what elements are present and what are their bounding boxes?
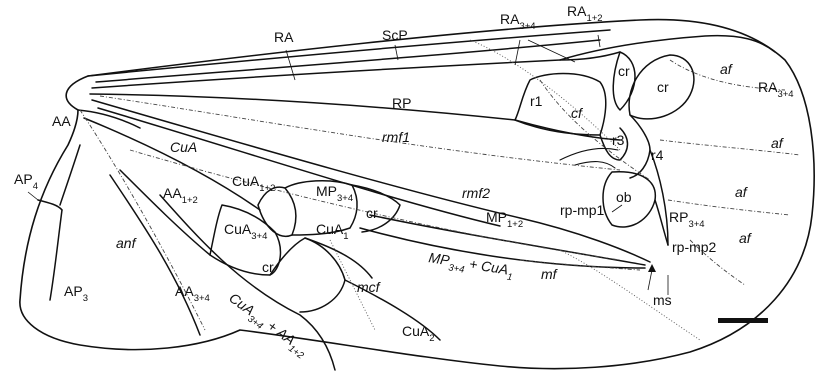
ms-arrowhead: [648, 264, 656, 272]
vein-ap3: [49, 209, 63, 301]
label-rp-mp2: rp-mp2: [672, 239, 717, 255]
vein-ap-cross: [37, 199, 63, 211]
fold-cf: [539, 79, 651, 181]
cell-cr-upper-2: [628, 54, 695, 120]
label-ap4: AP4: [14, 171, 38, 192]
label-rp34: RP3+4: [669, 209, 705, 230]
fold-rmf2: [129, 149, 621, 261]
vein-mp12: [369, 214, 646, 266]
cell-mp34: [284, 179, 358, 236]
label-cua2: CuA2: [402, 323, 435, 344]
vein-costa: [87, 29, 611, 77]
fold-af-1: [669, 59, 786, 91]
label-aa34: AA3+4: [175, 283, 210, 304]
vein-scp: [95, 39, 601, 83]
label-cr-low: cr: [262, 259, 274, 275]
leader-ra34-1: [514, 39, 521, 66]
label-ra12: RA1+2: [567, 3, 603, 24]
leader-ra12: [597, 34, 601, 48]
leader-scp: [394, 44, 399, 61]
label-rmf2: rmf2: [462, 185, 490, 201]
label-ob: ob: [616, 189, 632, 205]
fold-af-3: [667, 199, 791, 216]
vein-rp34: [649, 149, 669, 246]
label-cua12: CuA1+2: [232, 173, 275, 194]
label-mp34: MP3+4: [316, 183, 353, 204]
leader-ap4: [27, 191, 39, 201]
vein-aa12: [119, 169, 211, 256]
cell-ob: [602, 171, 656, 228]
cell-cua12: [257, 186, 297, 237]
cell-cr-low: [269, 237, 346, 313]
fold-af-2: [659, 139, 801, 156]
label-cf: cf: [571, 105, 584, 121]
label-ra: RA: [274, 29, 294, 45]
label-af-3: af: [735, 184, 749, 200]
vein-cua2: [344, 279, 441, 341]
vein-ap4: [59, 144, 81, 206]
label-rmf1: rmf1: [382, 129, 410, 145]
vein-aa34: [109, 174, 201, 336]
leader-ra: [285, 49, 296, 81]
vein-aa-stem: [77, 109, 141, 129]
label-af-2: af: [771, 135, 785, 151]
scale-bar: [718, 318, 768, 323]
label-ms: ms: [653, 292, 672, 308]
label-af-1: af: [720, 61, 734, 77]
label-mp12: MP1+2: [486, 209, 523, 230]
label-cua1: CuA1: [316, 221, 349, 242]
vein-ra: [91, 51, 621, 89]
label-ra34-top: RA3+4: [500, 11, 536, 32]
label-rp: RP: [392, 95, 411, 111]
fold-af-4: [689, 239, 746, 286]
vein-ra12: [559, 34, 776, 61]
vein-rp: [89, 93, 516, 121]
fold-mf: [519, 259, 641, 271]
label-af-4: af: [739, 230, 753, 246]
vein-mp-lower: [97, 107, 501, 227]
cell-cr-mid: [351, 184, 401, 233]
label-r1: r1: [530, 93, 543, 109]
label-cua34: CuA3+4: [224, 221, 267, 242]
vein-cua34-aa12: [159, 194, 336, 371]
label-r4: r4: [651, 147, 664, 163]
label-mp34-cua1: MP3+4+ CuA1: [427, 249, 515, 283]
fold-rmf1: [99, 95, 621, 171]
label-r3: r3: [612, 132, 625, 148]
vein-rp-distal: [514, 119, 621, 141]
label-rp-mp1: rp-mp1: [560, 202, 605, 218]
ms-arrow: [647, 269, 653, 291]
leader-ra34-2: [527, 39, 576, 63]
vein-cua: [83, 117, 261, 211]
label-cr-mid: cr: [366, 205, 378, 221]
fold-anf: [79, 109, 206, 331]
leader-rp-mp1: [611, 204, 623, 213]
label-aa12: AA1+2: [163, 185, 198, 206]
label-mf: mf: [541, 266, 559, 282]
fold-dotted-upper: [469, 39, 621, 151]
cell-cua34: [209, 204, 282, 276]
vein-rp-mp2: [654, 199, 669, 246]
label-cua: CuA: [170, 139, 197, 155]
label-ra34-right: RA3+4: [758, 79, 794, 100]
label-anf: anf: [116, 235, 138, 251]
wing-outline: [19, 18, 815, 370]
label-mcf: mcf: [357, 279, 382, 295]
label-cr-top1: cr: [618, 63, 630, 79]
label-aa: AA: [52, 113, 71, 129]
vein-cua1: [304, 237, 373, 279]
vein-mp: [91, 99, 651, 263]
fold-dotted-lower: [559, 249, 701, 341]
vein-rp-branch-b: [574, 161, 616, 169]
label-ap3: AP3: [64, 283, 88, 304]
label-scp: ScP: [382, 27, 408, 43]
vein-rp-branch-a: [559, 147, 619, 161]
cell-cr-upper-1: [612, 51, 636, 111]
label-cr-top2: cr: [657, 79, 669, 95]
